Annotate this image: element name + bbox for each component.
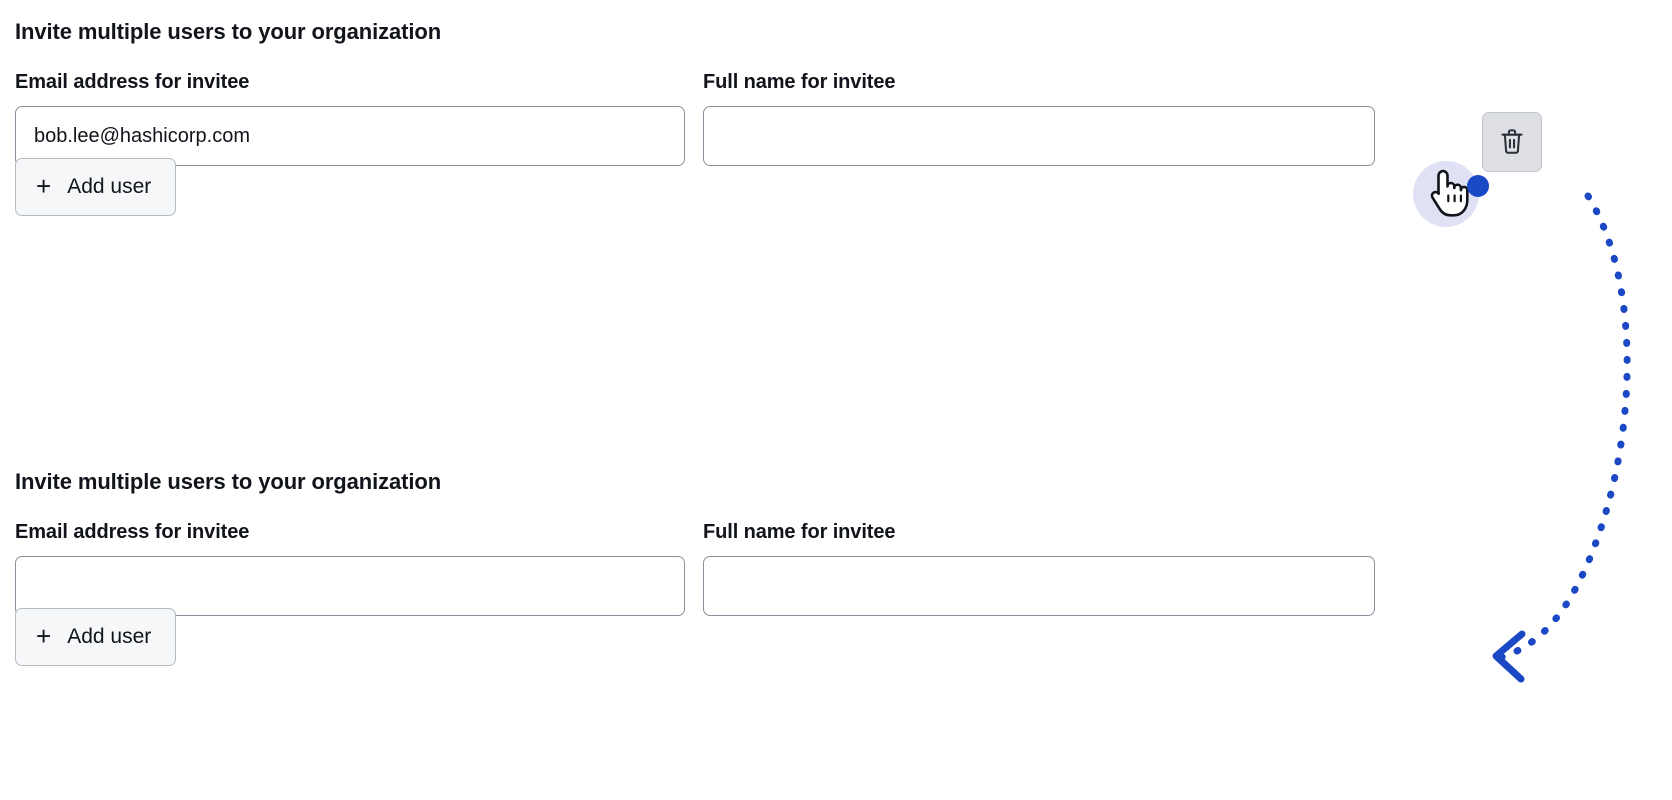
cursor-halo	[1413, 161, 1479, 227]
email-input[interactable]	[15, 556, 685, 616]
delete-invitee-button[interactable]	[1482, 112, 1542, 172]
email-input[interactable]	[15, 106, 685, 166]
trash-icon	[1499, 128, 1525, 156]
email-field-label: Email address for invitee	[15, 521, 250, 543]
section-title: Invite multiple users to your organizati…	[15, 19, 442, 44]
plus-icon: +	[36, 171, 52, 201]
fullname-field-group: Full name for invitee	[703, 70, 1375, 166]
annotation-start-dot	[1467, 175, 1489, 197]
invite-section-1: Invite multiple users to your organizati…	[15, 18, 1615, 216]
hand-pointer-cursor	[1424, 164, 1470, 225]
fullname-field-label: Full name for invitee	[703, 521, 896, 543]
fullname-field-label: Full name for invitee	[703, 71, 896, 93]
invitee-field-row: Email address for invitee Full name for …	[15, 520, 1615, 616]
plus-icon: +	[36, 621, 52, 651]
fullname-input[interactable]	[703, 106, 1375, 166]
email-field-label: Email address for invitee	[15, 71, 250, 93]
section-title: Invite multiple users to your organizati…	[15, 469, 442, 494]
email-field-group: Email address for invitee	[15, 520, 685, 616]
add-user-button[interactable]: + Add user	[15, 608, 177, 666]
email-field-group: Email address for invitee	[15, 70, 685, 166]
add-user-button-label: Add user	[67, 625, 152, 648]
add-user-button-label: Add user	[67, 175, 152, 198]
fullname-input[interactable]	[703, 556, 1375, 616]
fullname-field-group: Full name for invitee	[703, 520, 1375, 616]
add-user-button[interactable]: + Add user	[15, 158, 177, 216]
invite-section-2: Invite multiple users to your organizati…	[15, 468, 1615, 666]
invitee-field-row: Email address for invitee Full name for …	[15, 70, 1615, 172]
